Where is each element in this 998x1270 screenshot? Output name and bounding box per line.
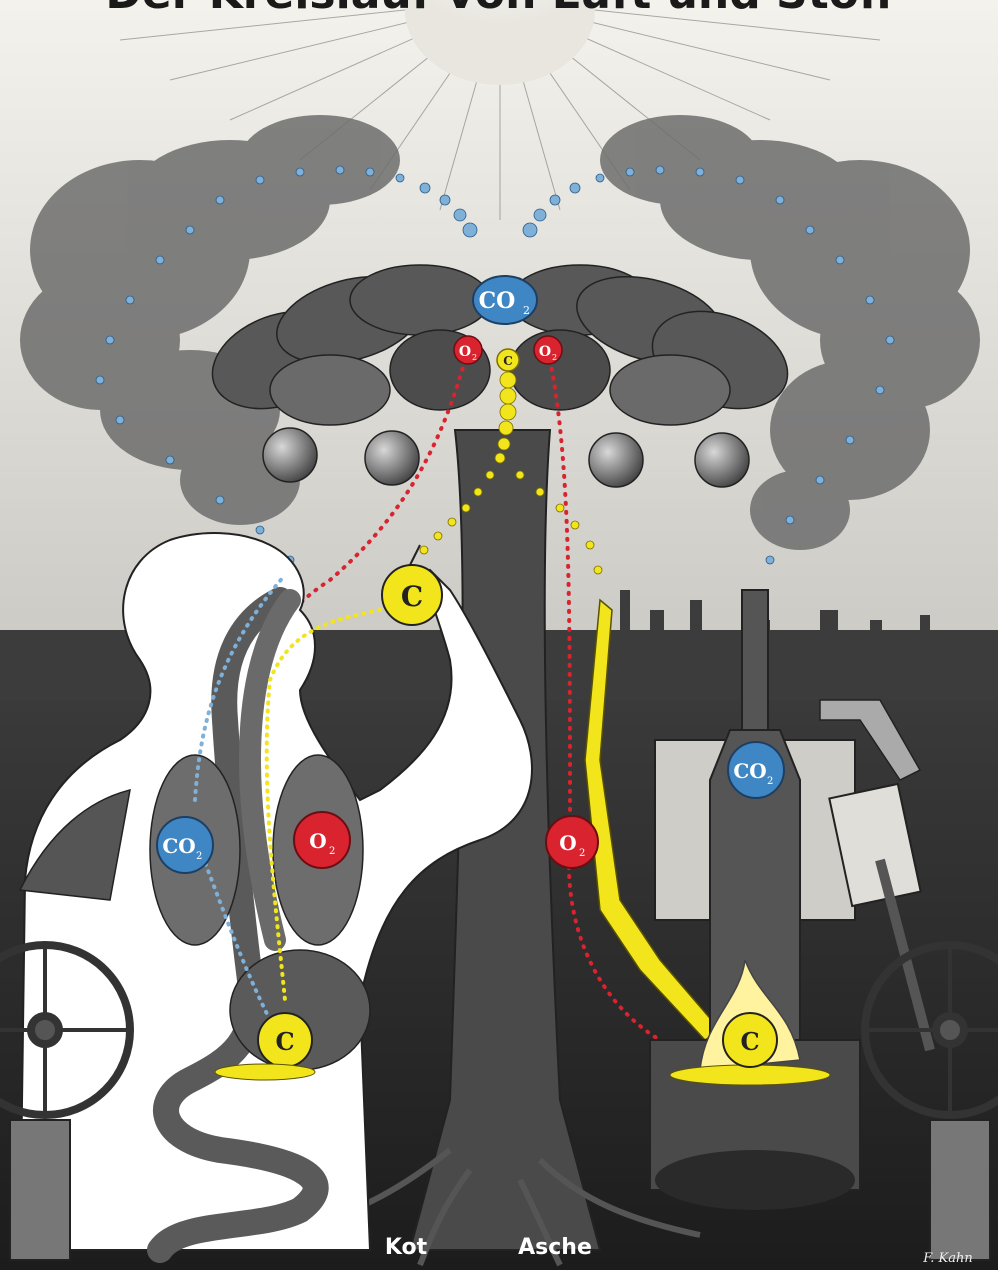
food-residue <box>215 1064 315 1080</box>
svg-text:2: 2 <box>329 846 335 857</box>
carbon-furnace: C <box>723 1013 777 1067</box>
artist-signature: F. Kahn <box>922 1251 972 1266</box>
o2-molecule-lung: O 2 <box>294 812 350 868</box>
apple <box>695 433 749 487</box>
co2-molecule-lung: CO 2 <box>157 817 213 873</box>
o2-molecule-tree: O 2 <box>546 816 598 868</box>
wheel-stand-right <box>930 1120 990 1260</box>
svg-text:O: O <box>459 344 471 360</box>
title-partial: Der Kreislauf von Luft und Stoff <box>105 0 896 19</box>
apple <box>263 428 317 482</box>
svg-text:2: 2 <box>472 353 477 362</box>
o2-small-left: O 2 <box>454 336 482 364</box>
svg-text:2: 2 <box>552 353 557 362</box>
carbon-stomach: C <box>258 1013 312 1067</box>
carbon-top: C <box>497 349 519 371</box>
apple <box>365 431 419 485</box>
co2-top-subscript: 2 <box>523 304 530 317</box>
svg-text:O: O <box>539 344 551 360</box>
svg-text:O: O <box>309 829 326 853</box>
label-kot: Kot <box>385 1235 428 1260</box>
svg-text:O: O <box>559 831 576 855</box>
carbon-apple: C <box>382 565 442 625</box>
svg-text:C: C <box>401 580 423 613</box>
svg-text:C: C <box>275 1027 294 1056</box>
svg-text:CO: CO <box>162 834 195 858</box>
co2-molecule-top: CO 2 <box>473 276 537 324</box>
svg-text:C: C <box>503 354 513 368</box>
co2-top-label: CO <box>479 288 516 314</box>
wheel-stand-left <box>10 1120 70 1260</box>
svg-text:C: C <box>740 1027 759 1056</box>
svg-text:CO: CO <box>733 759 766 783</box>
o2-small-right: O 2 <box>534 336 562 364</box>
svg-text:2: 2 <box>579 848 585 859</box>
chimney <box>742 590 768 730</box>
svg-text:2: 2 <box>767 776 773 787</box>
ash-pile <box>655 1150 855 1210</box>
apple <box>589 433 643 487</box>
svg-text:2: 2 <box>196 851 202 862</box>
label-asche: Asche <box>518 1235 592 1260</box>
co2-molecule-engine: CO 2 <box>728 742 784 798</box>
